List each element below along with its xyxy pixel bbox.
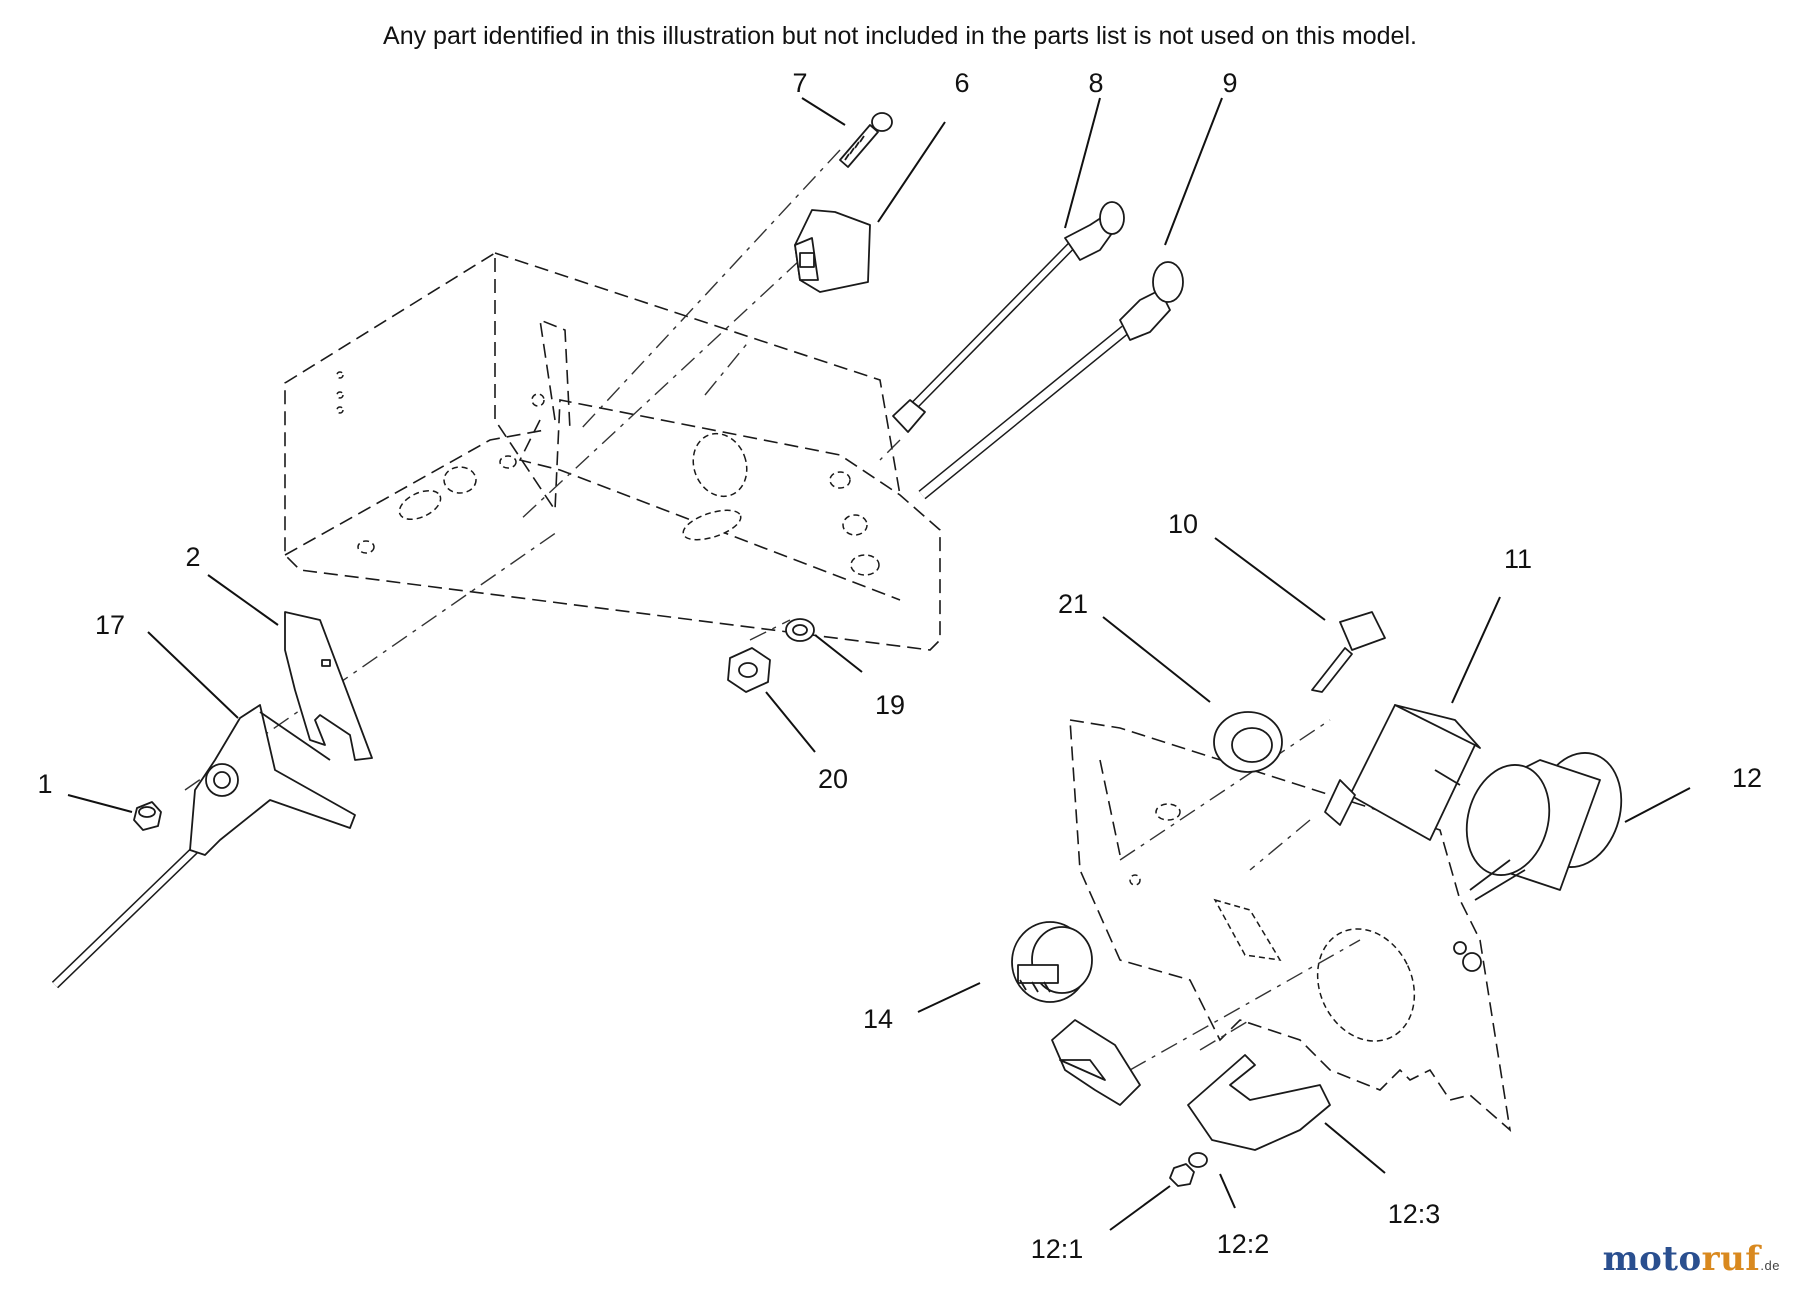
part-2-plate <box>284 611 373 761</box>
center-lines <box>184 149 1361 1071</box>
part-20-nut <box>727 647 771 693</box>
callout-19: 19 <box>875 690 905 720</box>
callout-8: 8 <box>1088 68 1103 98</box>
callout-20: 20 <box>818 764 848 794</box>
part-12-3-bracket <box>1187 1054 1331 1151</box>
part-17-lever <box>51 704 356 989</box>
part-9-throttle-cable <box>918 261 1184 500</box>
callout-12: 12 <box>1732 763 1762 793</box>
callout-2: 2 <box>185 542 200 572</box>
part-8-choke-cable <box>892 201 1125 433</box>
callout-14: 14 <box>863 1004 893 1034</box>
callout-9: 9 <box>1222 68 1237 98</box>
leader-lines <box>67 97 1691 1231</box>
callout-10: 10 <box>1168 509 1198 539</box>
part-21-nut <box>1213 711 1283 773</box>
part-14-ignition-switch <box>1011 921 1093 1003</box>
callout-12-1: 12:1 <box>1031 1234 1084 1264</box>
watermark-logo: motoruf.de <box>1602 1239 1780 1279</box>
part-1-nut <box>133 801 162 831</box>
part-12-gauge <box>1453 752 1623 972</box>
callout-12-2: 12:2 <box>1217 1229 1270 1259</box>
connector-clip <box>1051 1019 1141 1106</box>
part-7-bolt <box>839 112 893 168</box>
part-6-knob <box>794 209 871 293</box>
part-10-key <box>1311 611 1386 693</box>
callout-1: 1 <box>37 769 52 799</box>
dash-bracket <box>284 251 941 651</box>
callout-6: 6 <box>954 68 969 98</box>
callout-21: 21 <box>1058 589 1088 619</box>
callout-17: 17 <box>95 610 125 640</box>
part-11-hour-meter <box>1324 704 1481 841</box>
part-19-washer <box>785 618 815 642</box>
callout-12-3: 12:3 <box>1388 1199 1441 1229</box>
illustration-note: Any part identified in this illustration… <box>383 22 1417 50</box>
callout-labels: 1 2 6 7 8 9 10 11 12 12:1 12:2 12:3 14 1… <box>37 68 1762 1264</box>
callout-7: 7 <box>792 68 807 98</box>
part-12-2-washer <box>1188 1152 1208 1168</box>
callout-11: 11 <box>1504 544 1532 574</box>
part-12-1-nut <box>1169 1163 1195 1187</box>
control-panel <box>1069 719 1512 1133</box>
